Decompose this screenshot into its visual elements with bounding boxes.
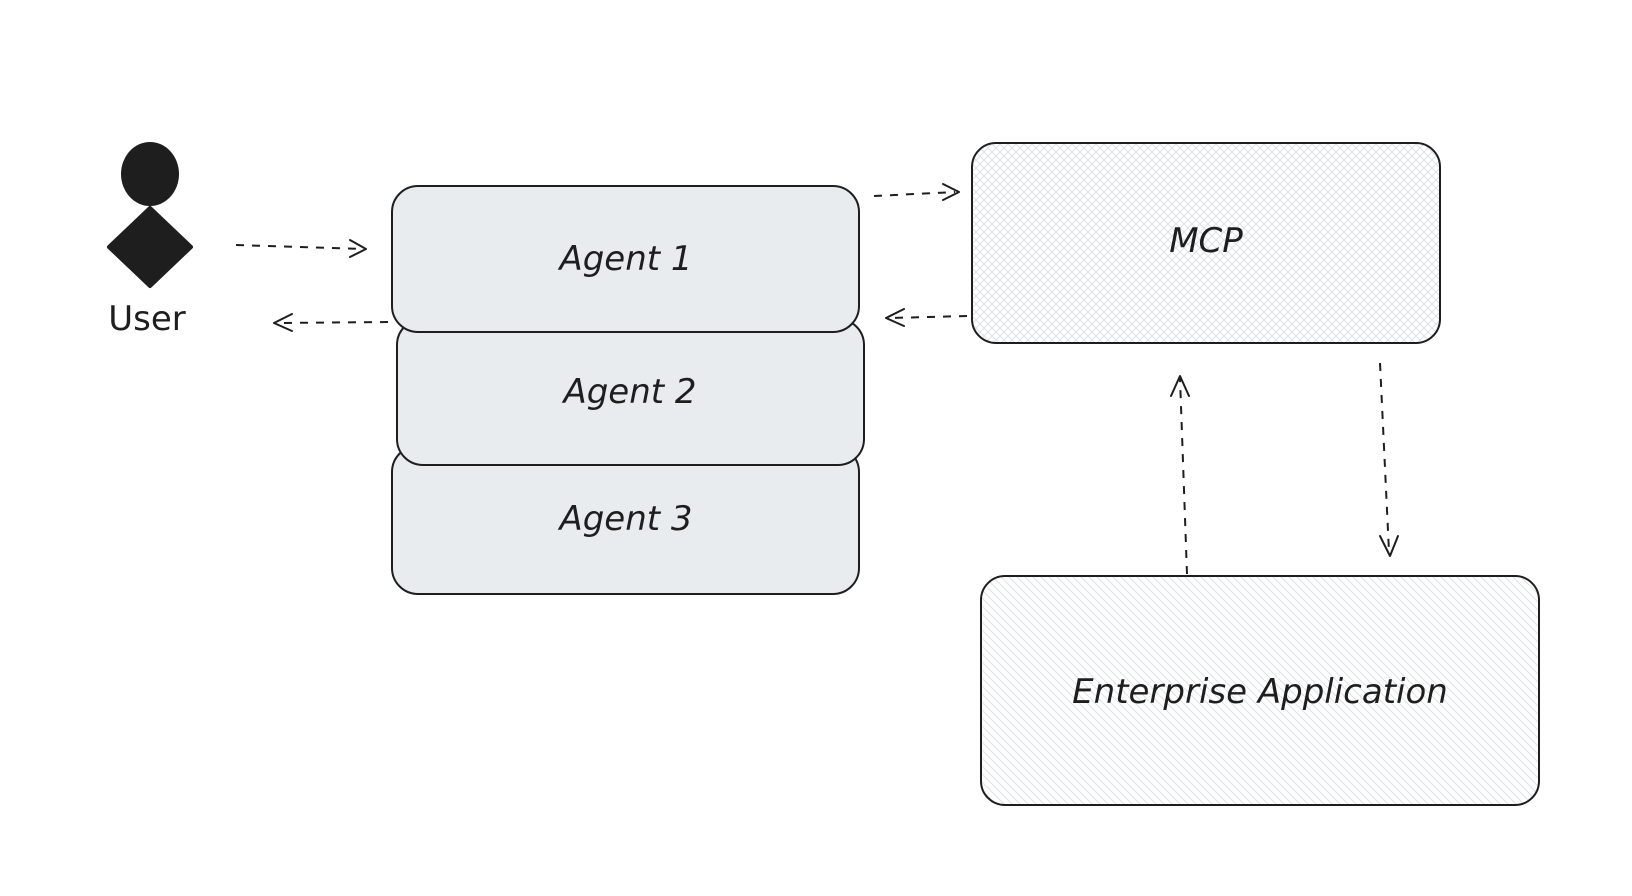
- arrow-user-to-agents: [235, 239, 367, 258]
- agent-3-label: Agent 3: [557, 499, 692, 539]
- mcp-box: MCP: [971, 142, 1441, 344]
- agent-2-box: Agent 2: [396, 318, 865, 466]
- arrow-enterprise-to-mcp: [1170, 375, 1190, 575]
- agent-2-label: Agent 2: [561, 372, 696, 412]
- arrow-agents-to-mcp: [873, 183, 960, 201]
- enterprise-application-box: Enterprise Application: [980, 575, 1540, 806]
- enterprise-application-label: Enterprise Application: [1072, 672, 1448, 712]
- agent-1-box: Agent 1: [391, 185, 860, 333]
- arrow-agents-to-user: [273, 313, 389, 332]
- user-label: User: [108, 299, 186, 339]
- arrow-mcp-to-agents: [885, 308, 968, 327]
- arrow-mcp-to-enterprise: [1379, 362, 1399, 557]
- agent-1-label: Agent 1: [557, 239, 692, 279]
- mcp-label: MCP: [1169, 221, 1243, 261]
- agent-3-box: Agent 3: [391, 445, 860, 595]
- person-icon: [107, 142, 193, 288]
